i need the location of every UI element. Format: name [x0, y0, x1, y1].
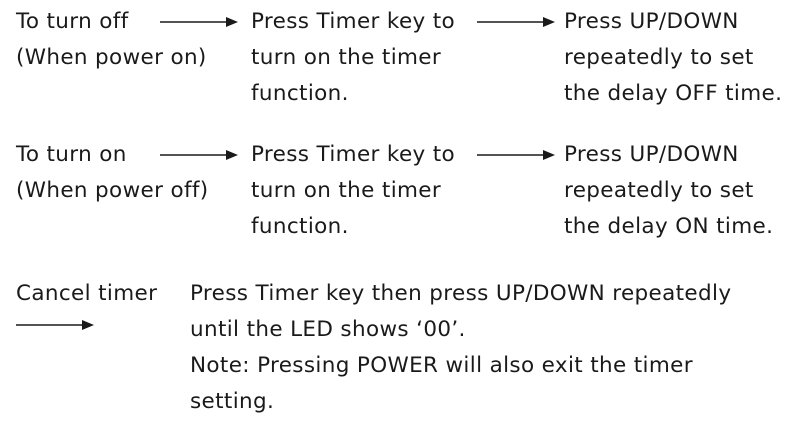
on-step1-line3: function.	[251, 214, 349, 239]
on-step1-line1: Press Timer key to	[251, 142, 456, 167]
on-step2-line1: Press UP/DOWN	[564, 142, 739, 167]
off-step2-line2: repeatedly to set	[564, 45, 754, 70]
cancel-note-line1: Note: Pressing POWER will also exit the …	[190, 353, 693, 378]
cancel-instruction-line1: Press Timer key then press UP/DOWN repea…	[190, 281, 732, 306]
right-arrow-icon	[477, 150, 555, 160]
on-condition-line2: (When power off)	[16, 178, 209, 203]
right-arrow-icon	[16, 320, 94, 330]
off-step1-line3: function.	[251, 81, 349, 106]
off-condition-line1: To turn off	[16, 9, 129, 34]
on-step1-line2: turn on the timer	[251, 178, 442, 203]
on-condition-line1: To turn on	[16, 142, 127, 167]
cancel-note-line2: setting.	[190, 389, 275, 414]
off-step2-line3: the delay OFF time.	[564, 81, 783, 106]
off-step1-line1: Press Timer key to	[251, 9, 456, 34]
off-step2-line1: Press UP/DOWN	[564, 9, 739, 34]
on-step2-line2: repeatedly to set	[564, 178, 754, 203]
cancel-instruction-line2: until the LED shows ‘00’.	[190, 317, 466, 342]
off-step1-line2: turn on the timer	[251, 45, 442, 70]
cancel-label: Cancel timer	[16, 281, 158, 306]
off-condition-line2: (When power on)	[16, 45, 207, 70]
right-arrow-icon	[160, 17, 238, 27]
right-arrow-icon	[160, 150, 238, 160]
right-arrow-icon	[477, 17, 555, 27]
on-step2-line3: the delay ON time.	[564, 214, 774, 239]
